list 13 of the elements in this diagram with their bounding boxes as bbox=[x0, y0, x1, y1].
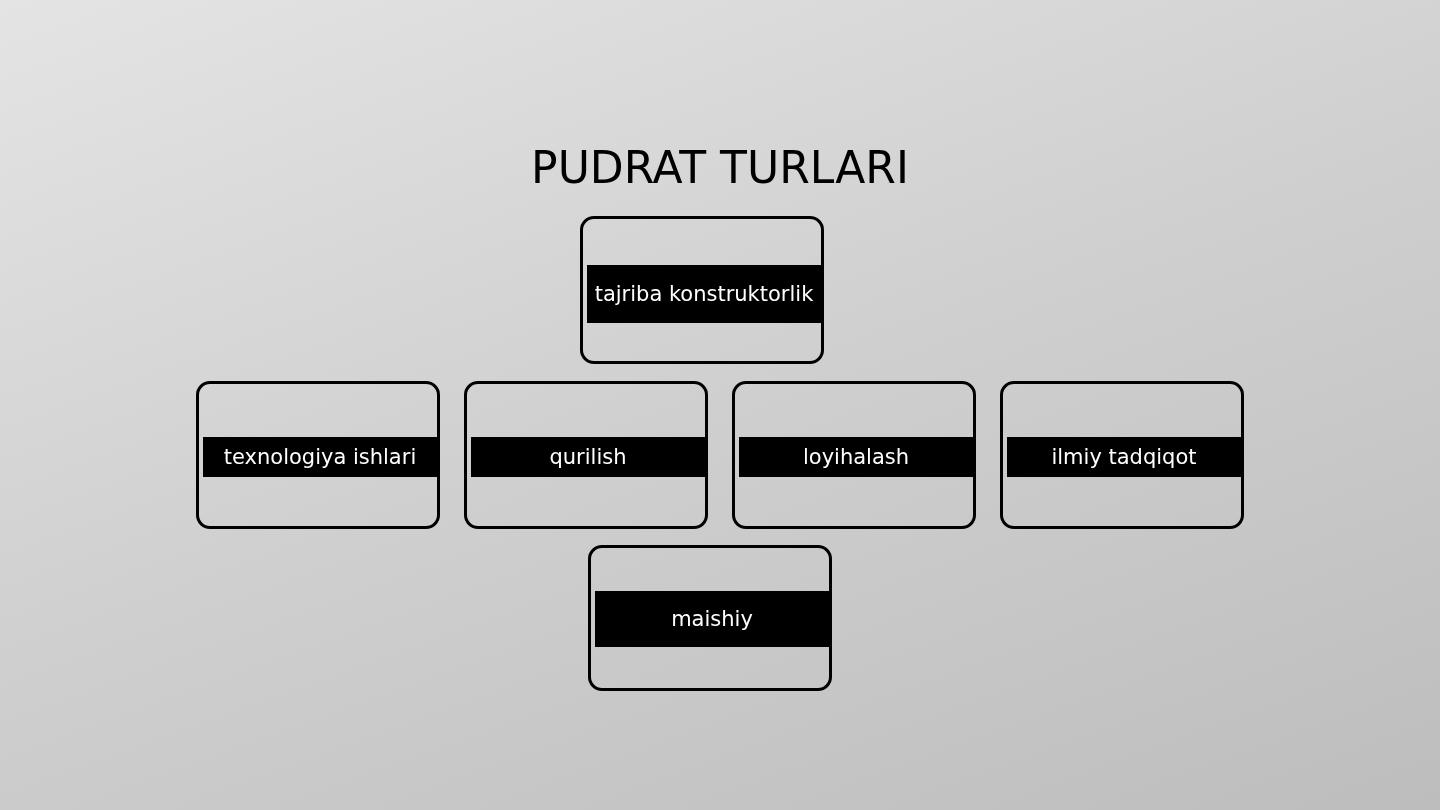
category-box bbox=[588, 545, 832, 691]
category-box bbox=[196, 381, 440, 529]
category-label: loyihalash bbox=[739, 437, 973, 477]
category-box bbox=[580, 216, 824, 364]
category-label: ilmiy tadqiqot bbox=[1007, 437, 1241, 477]
category-label: texnologiya ishlari bbox=[203, 437, 437, 477]
category-label: tajriba konstruktorlik bbox=[587, 265, 821, 323]
category-label: qurilish bbox=[471, 437, 705, 477]
category-label: maishiy bbox=[595, 591, 829, 647]
category-box bbox=[464, 381, 708, 529]
category-box bbox=[1000, 381, 1244, 529]
slide-title: PUDRAT TURLARI bbox=[530, 142, 910, 193]
category-box bbox=[732, 381, 976, 529]
